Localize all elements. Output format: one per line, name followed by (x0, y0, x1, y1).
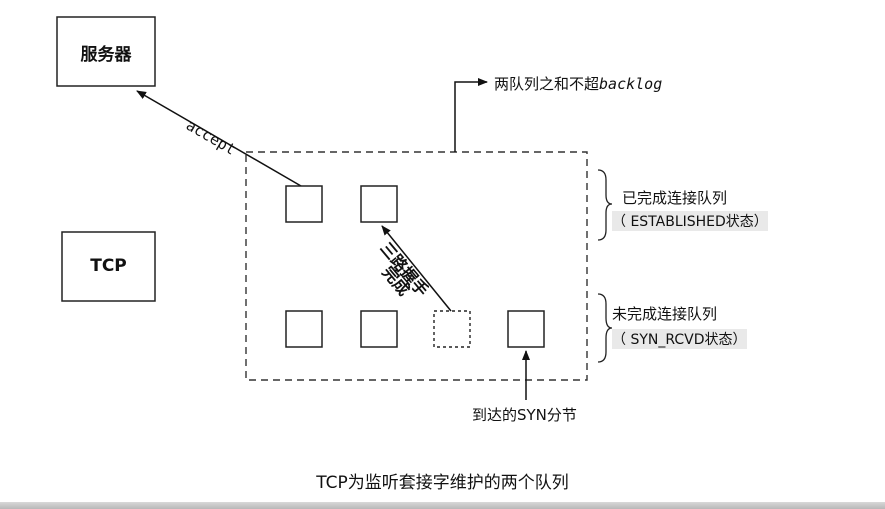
tcp-label: TCP (90, 256, 127, 276)
syn-arrival-label: 到达的SYN分节 (472, 406, 577, 424)
accept-arrow (136, 90, 302, 187)
incomplete-queue-entry (360, 310, 398, 348)
incomplete-queue-entry (285, 310, 323, 348)
completed-queue-state: （ ESTABLISHED状态） (612, 211, 768, 231)
bottom-edge-bar (0, 502, 885, 509)
incomplete-queue-state: （ SYN_RCVD状态） (612, 329, 747, 349)
backlog-limit-label: 两队列之和不超backlog (494, 73, 662, 94)
backlog-limit-prefix: 两队列之和不超 (494, 75, 600, 93)
incomplete-queue-brace (597, 293, 613, 363)
completed-queue-title: 已完成连接队列 (622, 189, 728, 207)
backlog-connector (454, 78, 488, 152)
tcp-box (61, 231, 156, 302)
incomplete-queue-title: 未完成连接队列 (612, 305, 718, 323)
server-label: 服务器 (80, 45, 132, 65)
figure-caption: TCP为监听套接字维护的两个队列 (316, 473, 569, 493)
incomplete-queue-entry-empty (433, 310, 471, 348)
listen-socket-boundary (245, 151, 588, 381)
completed-queue-entry (285, 185, 323, 223)
server-box (56, 16, 156, 87)
completed-queue-entry (360, 185, 398, 223)
backlog-keyword: backlog (599, 75, 663, 93)
handshake-arrow (381, 225, 452, 312)
incomplete-queue-entry (507, 310, 545, 348)
completed-queue-brace (597, 169, 613, 241)
